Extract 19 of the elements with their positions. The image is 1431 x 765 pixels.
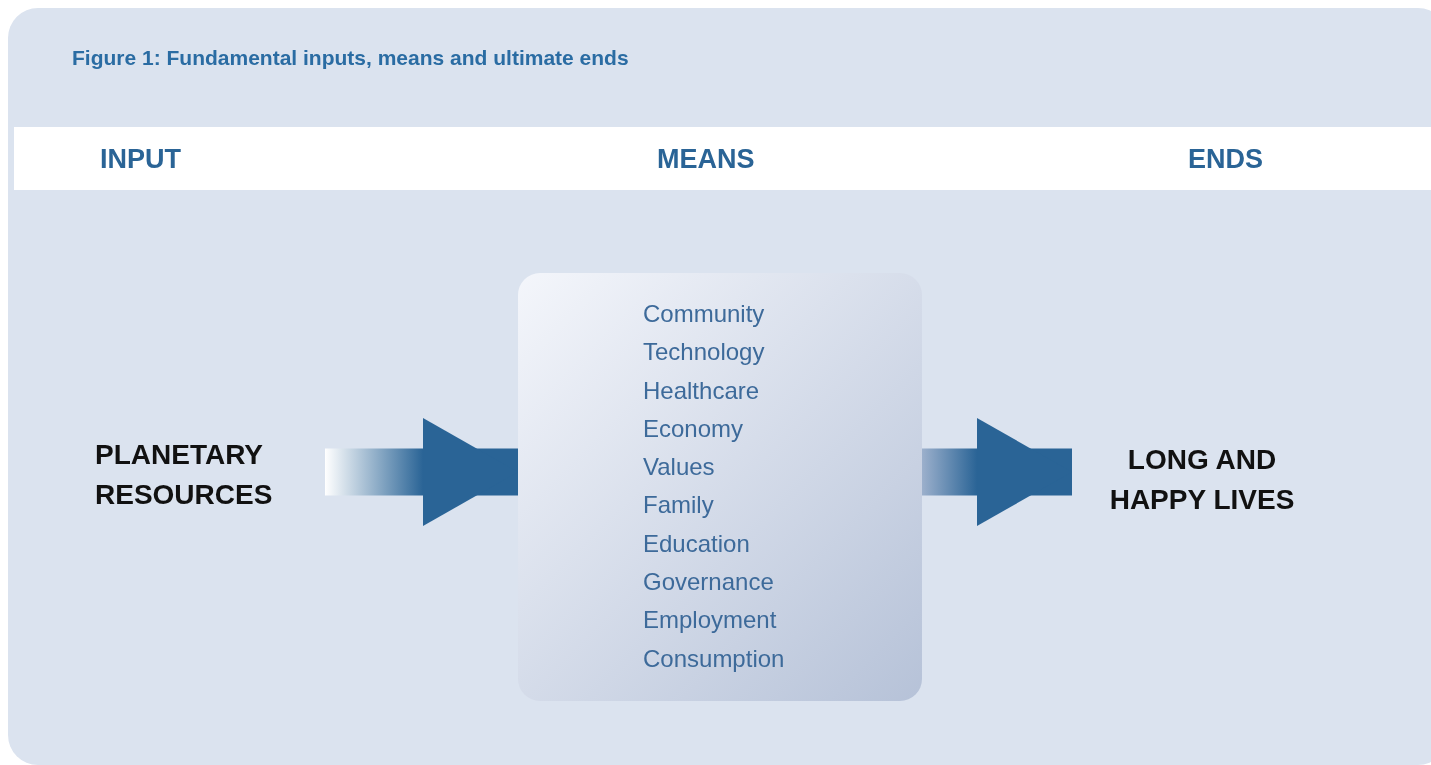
means-box bbox=[518, 273, 922, 701]
means-item: Employment bbox=[643, 605, 778, 636]
column-heading: MEANS bbox=[657, 144, 755, 175]
means-item: Consumption bbox=[643, 643, 786, 674]
means-item: Family bbox=[643, 490, 715, 521]
block-arrow bbox=[922, 418, 1072, 526]
node-label: LONG AND HAPPY LIVES bbox=[1108, 443, 1296, 517]
means-item: Community bbox=[643, 299, 766, 329]
means-item: Governance bbox=[643, 567, 775, 598]
block-arrow bbox=[325, 418, 518, 526]
figure-title: Figure 1: Fundamental inputs, means and ultimate ends bbox=[72, 46, 629, 70]
column-heading: ENDS bbox=[1188, 144, 1263, 175]
means-item: Healthcare bbox=[643, 375, 761, 406]
means-item: Education bbox=[643, 528, 751, 559]
column-heading: INPUT bbox=[100, 144, 181, 175]
means-item: Values bbox=[643, 452, 716, 483]
means-item: Technology bbox=[643, 337, 766, 368]
means-item: Economy bbox=[643, 413, 745, 444]
node-label: PLANETARY RESOURCES bbox=[95, 438, 274, 512]
